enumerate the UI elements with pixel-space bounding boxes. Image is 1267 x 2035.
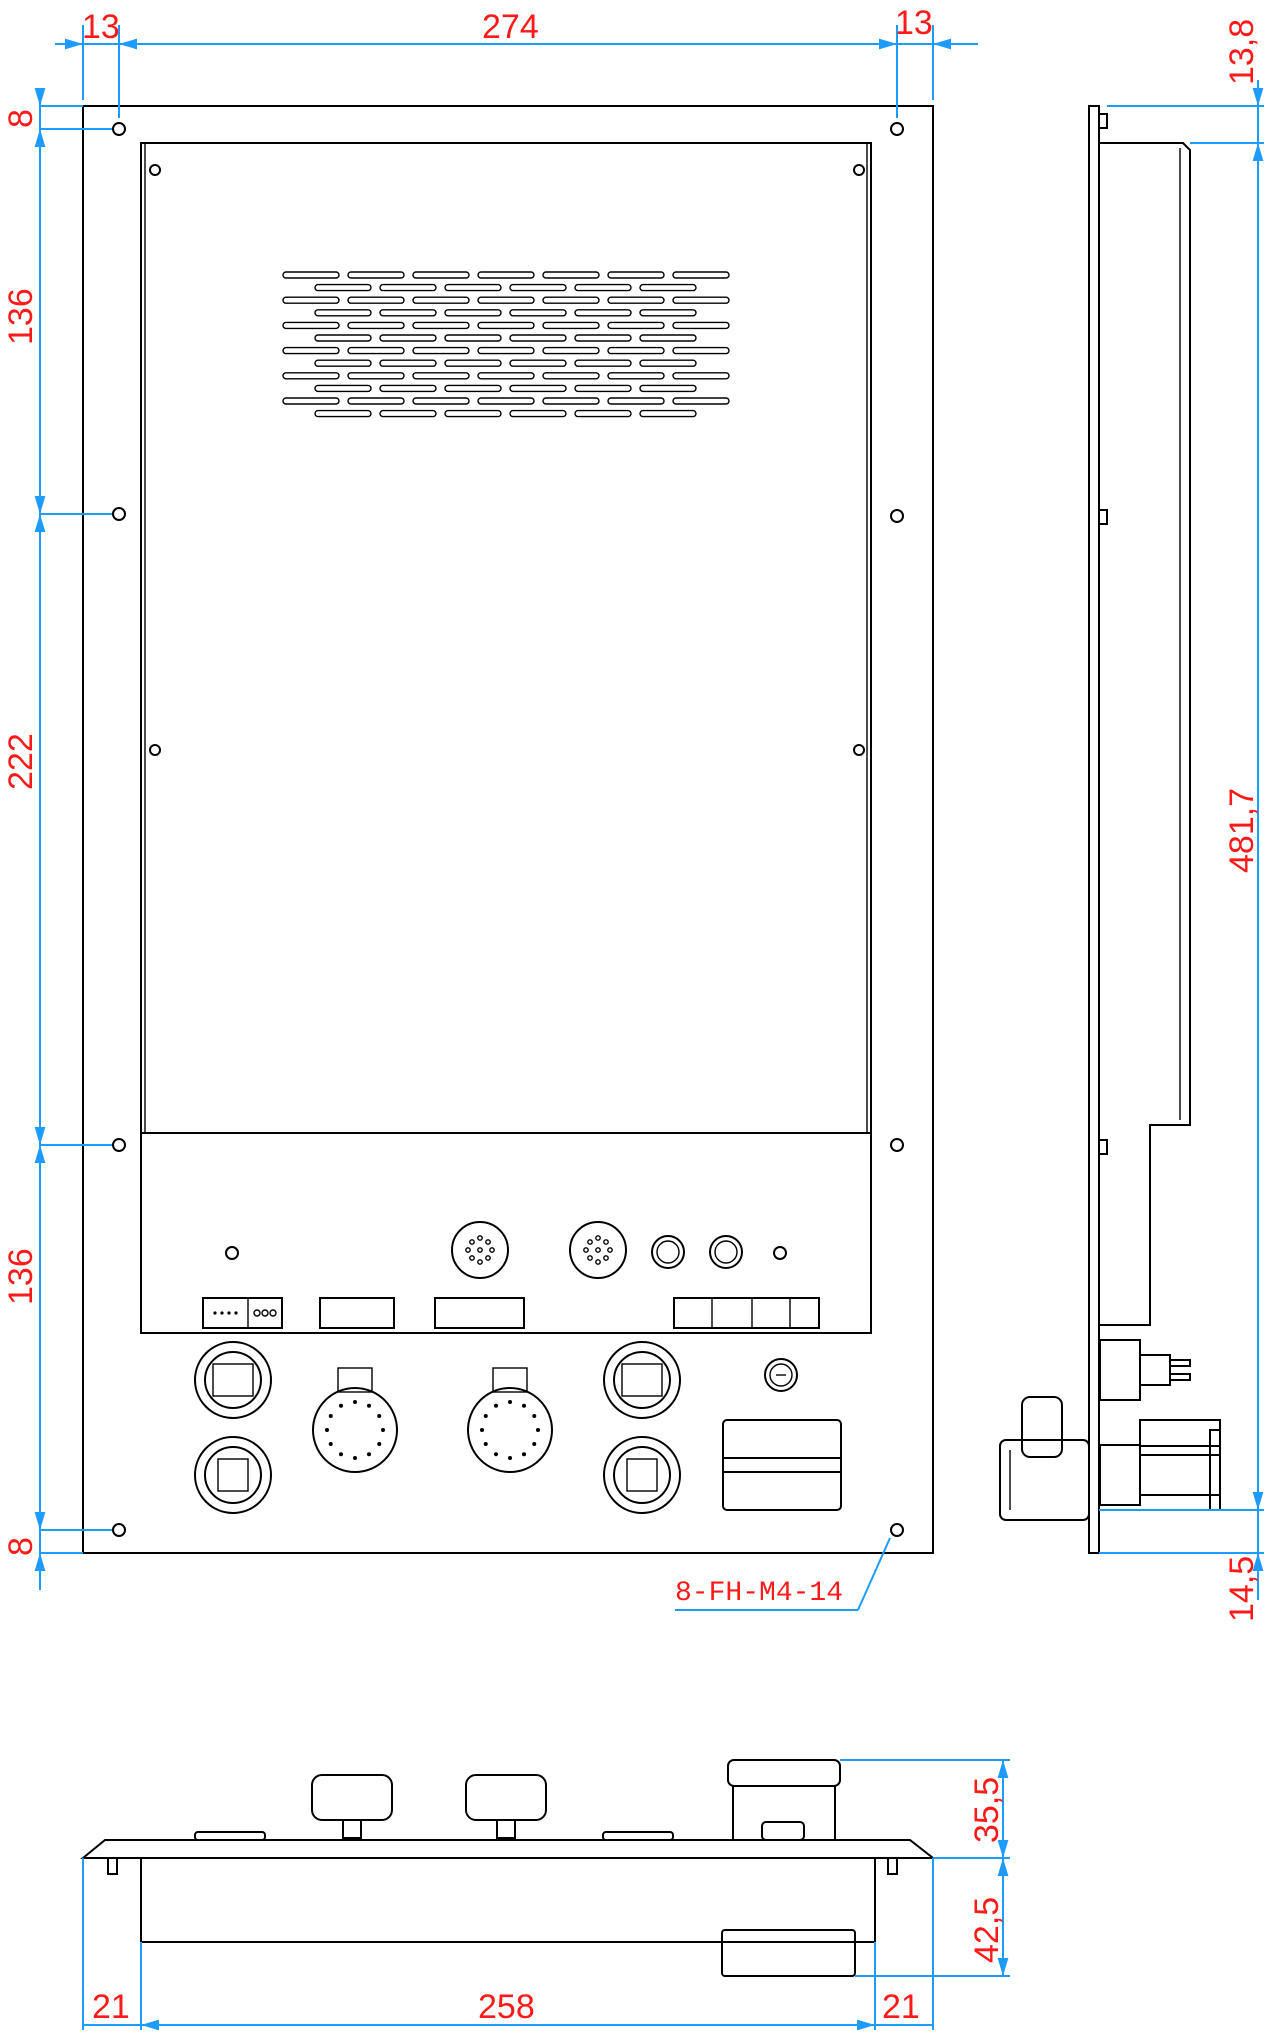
dim-side-bottom: 14,5 xyxy=(1223,1556,1261,1622)
dim-left-1: 8 xyxy=(2,109,40,128)
mounting-holes xyxy=(112,122,904,1537)
dim-left-4: 136 xyxy=(2,1248,40,1305)
dim-bottom-middle: 258 xyxy=(478,1988,535,2026)
lower-panel-controls xyxy=(202,1221,820,1329)
front-view: 8-FH-M4-14 13 274 13 xyxy=(2,4,978,1611)
dim-side-height: 481,7 xyxy=(1223,788,1261,873)
dim-bottom-height-top: 35,5 xyxy=(968,1777,1006,1843)
top-dimensions: 13 274 13 xyxy=(55,4,978,118)
dim-bottom-right: 21 xyxy=(882,1988,920,2026)
speaker-grille xyxy=(282,271,730,418)
front-plate-outline xyxy=(82,105,934,1554)
dim-top-right: 13 xyxy=(895,4,933,42)
connectors xyxy=(194,1341,842,1514)
hole-callout: 8-FH-M4-14 xyxy=(675,1537,891,1611)
dim-top-left: 13 xyxy=(82,8,120,46)
callout-text: 8-FH-M4-14 xyxy=(675,1578,843,1609)
dim-bottom-height-low: 42,5 xyxy=(968,1897,1006,1963)
side-view: 13,8 481,7 14,5 xyxy=(999,19,1264,1622)
dim-side-top: 13,8 xyxy=(1223,19,1261,85)
left-dimensions: 8 136 222 136 8 xyxy=(2,88,112,1590)
dim-left-2: 136 xyxy=(2,288,40,345)
front-upper-panel xyxy=(140,142,872,1134)
front-lower-panel xyxy=(140,1132,872,1334)
dim-left-5: 8 xyxy=(2,1537,40,1556)
dim-left-3: 222 xyxy=(2,733,40,790)
dim-bottom-left: 21 xyxy=(92,1988,130,2026)
dim-top-middle: 274 xyxy=(482,8,539,46)
bottom-view: 21 258 21 35,5 42,5 xyxy=(80,1759,1010,2031)
